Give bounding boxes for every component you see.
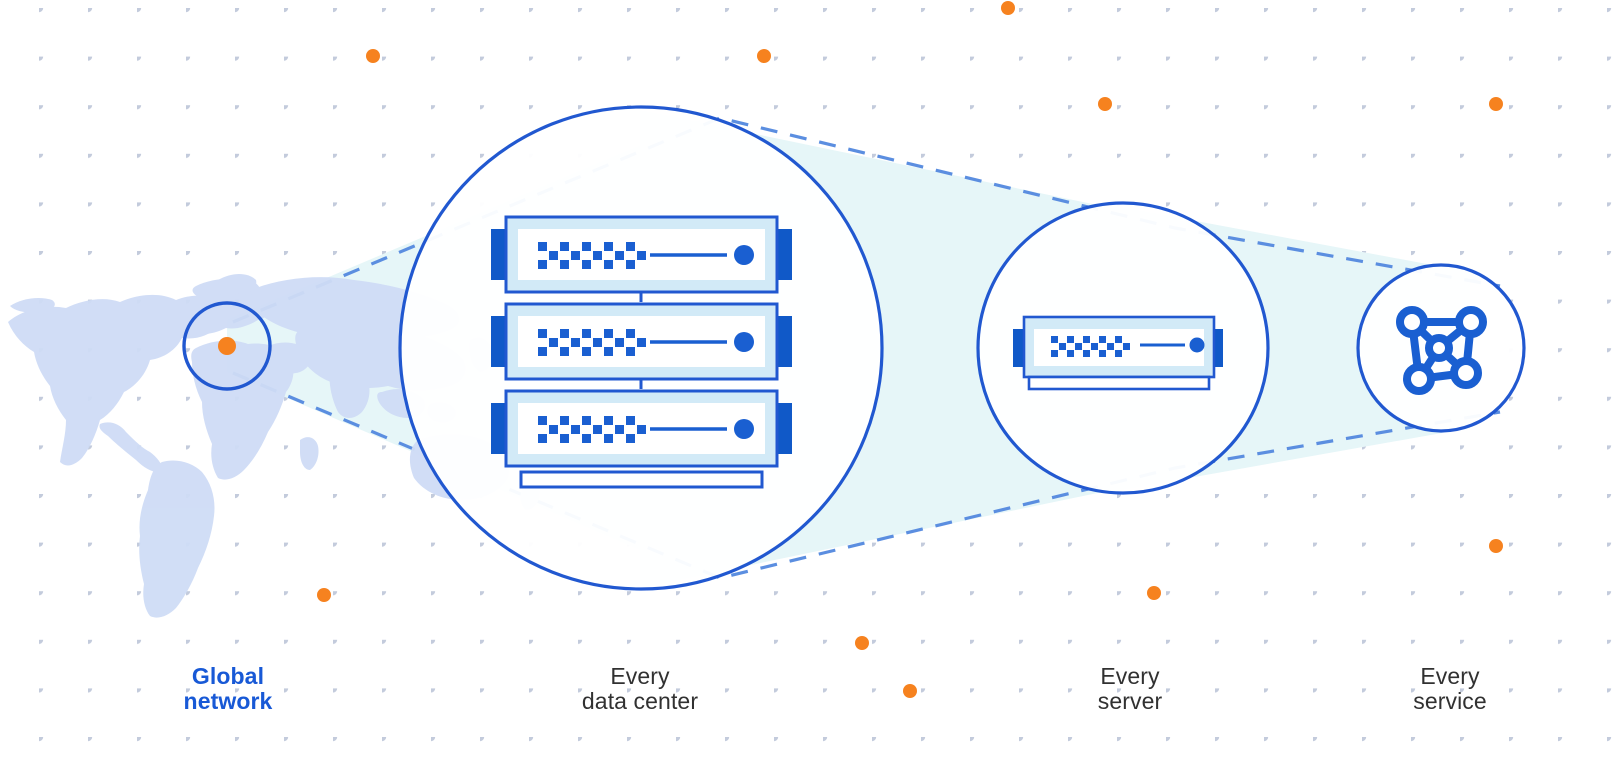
server-unit-2 xyxy=(491,302,792,389)
stage-global-network[interactable] xyxy=(182,301,272,391)
stage-every-server[interactable] xyxy=(976,201,1270,495)
global-network-circle xyxy=(182,301,272,391)
stage-every-service[interactable] xyxy=(1356,263,1526,433)
global-network-marker-dot xyxy=(218,337,236,355)
dashed-line-lower xyxy=(232,371,1501,580)
server-unit-3 xyxy=(491,389,792,468)
single-server-base xyxy=(1027,375,1211,391)
server-unit-1 xyxy=(491,215,792,302)
stage-every-data-center[interactable] xyxy=(398,105,884,591)
orange-accent-dot xyxy=(1098,97,1112,111)
orange-accent-dot xyxy=(903,684,917,698)
orange-accent-dot xyxy=(1489,97,1503,111)
orange-accent-dot xyxy=(757,49,771,63)
orange-accent-dot xyxy=(1147,586,1161,600)
orange-accent-dot xyxy=(855,636,869,650)
dashed-line-upper xyxy=(232,116,1501,324)
single-server-unit xyxy=(1013,315,1223,391)
orange-dot-group xyxy=(317,1,1503,698)
network-mesh-nodes xyxy=(1396,306,1487,395)
orange-accent-dot xyxy=(366,49,380,63)
orange-accent-dot xyxy=(1489,539,1503,553)
orange-accent-dot xyxy=(1001,1,1015,15)
orange-accent-dot xyxy=(317,588,331,602)
server-rack-base xyxy=(519,470,764,489)
